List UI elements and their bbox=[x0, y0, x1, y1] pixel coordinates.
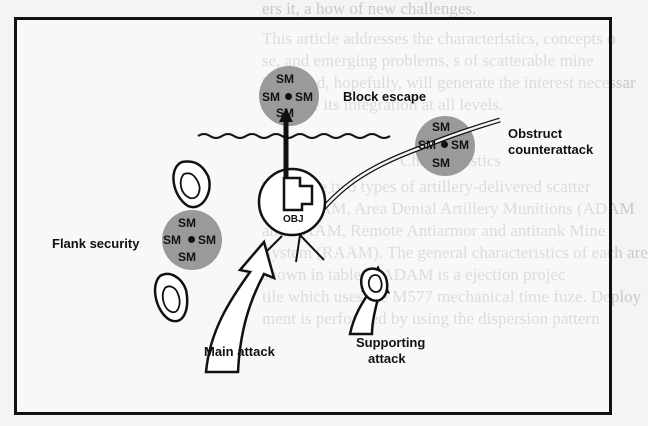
objective-building bbox=[282, 176, 314, 212]
ghost-line: SM: ADAM, Area Denial Artillery Munition… bbox=[262, 199, 635, 218]
mine-label: SM bbox=[178, 216, 196, 230]
label-obstruct: Obstruct bbox=[508, 126, 563, 141]
terrain-hills bbox=[153, 160, 389, 323]
mine-label: SM bbox=[262, 90, 280, 104]
ghost-line: and RAAM, Remote Antiarmor and antitank … bbox=[262, 221, 606, 240]
label-counterattack: counterattack bbox=[508, 142, 594, 157]
label-main-attack: Main attack bbox=[204, 344, 275, 359]
mine-label: SM bbox=[163, 233, 181, 247]
label-block-escape: Block escape bbox=[343, 89, 427, 104]
ghost-line: shown in table 1. ADAM is a ejection pro… bbox=[262, 265, 566, 284]
main-attack-arrow bbox=[204, 239, 276, 374]
mine-label: SM bbox=[276, 106, 294, 120]
tactical-diagram bbox=[153, 66, 501, 374]
label-attack: attack bbox=[368, 351, 406, 366]
mine-label: SM bbox=[451, 138, 469, 152]
mine-label: SM bbox=[432, 120, 450, 134]
mine-label: SM bbox=[198, 233, 216, 247]
mine-center-dot bbox=[285, 93, 292, 100]
approach-lines bbox=[295, 234, 325, 263]
mine-label: SM bbox=[178, 250, 196, 264]
ghost-line: ment is performed by using the dispersio… bbox=[262, 309, 600, 328]
ghost-line: System (RAAM). The general characteristi… bbox=[262, 243, 648, 262]
ghost-line: ers it, a how of new challenges. bbox=[262, 0, 477, 18]
escape-arrowhead bbox=[279, 108, 293, 122]
objective-label: OBJ bbox=[283, 214, 304, 225]
mine-label: SM bbox=[295, 90, 313, 104]
river-line bbox=[197, 133, 391, 139]
mine-label: SM bbox=[276, 72, 294, 86]
mine-center-dot bbox=[441, 141, 448, 148]
label-flank-security: Flank security bbox=[52, 236, 140, 251]
attack-link bbox=[265, 235, 283, 253]
hill-contours bbox=[161, 172, 383, 314]
hill-lower-left bbox=[153, 272, 189, 323]
ghost-line: se, and emerging problems, s of scattera… bbox=[262, 51, 594, 70]
ghost-line: SM), and, hopefully, will generate the i… bbox=[262, 73, 636, 92]
mine-label: SM bbox=[432, 156, 450, 170]
hill-upper-left bbox=[172, 160, 211, 209]
ghost-line: tile which uses the M577 mechanical time… bbox=[262, 287, 642, 306]
ghost-line: o ensure its integration at all levels. bbox=[262, 95, 504, 114]
label-supporting: Supporting bbox=[356, 335, 426, 350]
ghost-line: This article addresses the characteristi… bbox=[262, 29, 616, 48]
mine-center-dot bbox=[188, 236, 195, 243]
road-inner bbox=[317, 118, 501, 215]
hill-right bbox=[360, 267, 389, 302]
mine-label: SM bbox=[418, 138, 436, 152]
